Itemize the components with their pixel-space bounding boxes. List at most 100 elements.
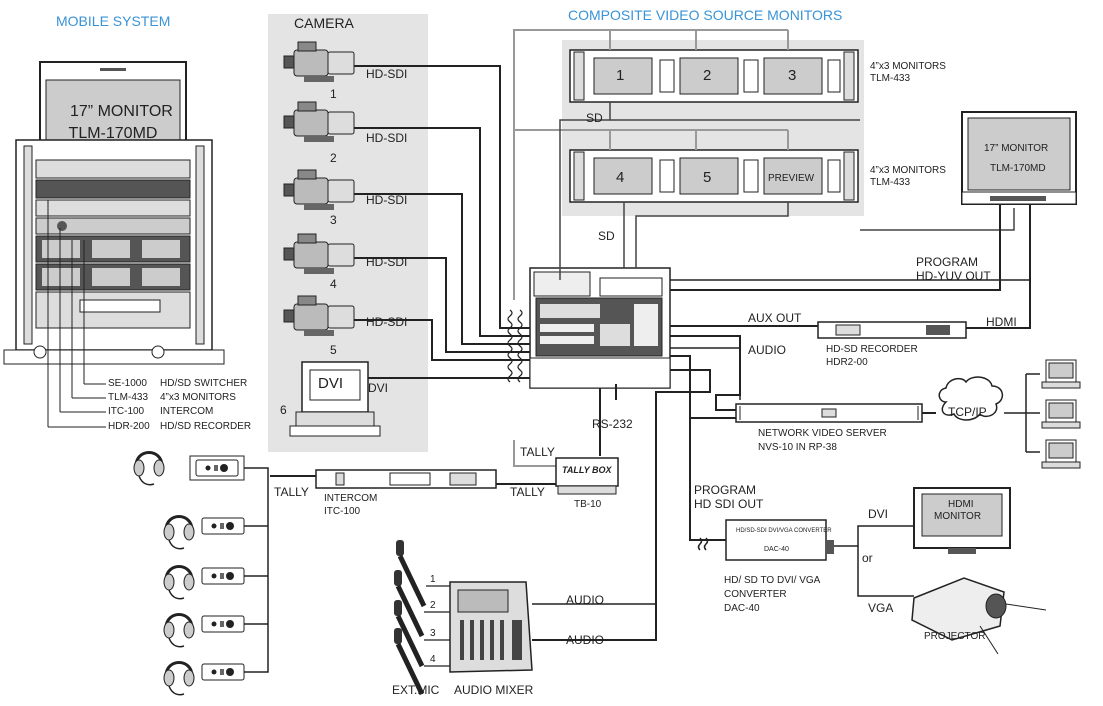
camera-4-signal: HD-SDI bbox=[366, 255, 408, 269]
legend-desc-2: 4”x3 MONITORS bbox=[160, 392, 236, 403]
program-monitor-model: TLM-170MD bbox=[990, 163, 1046, 174]
rack-2-label: 4”x3 MONITORS bbox=[870, 165, 946, 176]
aux-out-label: AUX OUT bbox=[748, 311, 802, 325]
program-monitor-size: 17” MONITOR bbox=[984, 143, 1049, 154]
converter-device bbox=[725, 519, 834, 561]
legend-desc-3: INTERCOM bbox=[160, 406, 214, 417]
mobile-rack bbox=[3, 61, 225, 428]
or-label: or bbox=[862, 551, 873, 565]
rack-1-model: TLM-433 bbox=[870, 73, 911, 84]
composite-monitors-heading: COMPOSITE VIDEO SOURCE MONITORS bbox=[568, 7, 843, 23]
headset-group bbox=[132, 451, 269, 697]
legend-model-3: ITC-100 bbox=[108, 406, 145, 417]
converter-desc-2: CONVERTER bbox=[724, 589, 787, 600]
tally-box-face: TALLY BOX bbox=[562, 465, 612, 475]
program-hd-sdi-2: HD SDI OUT bbox=[694, 497, 764, 511]
screen-3: 3 bbox=[788, 67, 797, 84]
program-hd-sdi-1: PROGRAM bbox=[694, 483, 757, 497]
camera-1-number: 1 bbox=[330, 87, 337, 101]
audio-label-1: AUDIO bbox=[566, 593, 605, 607]
audio-mixer-device bbox=[449, 581, 533, 673]
rs232-label: RS-232 bbox=[592, 417, 633, 431]
connector-marks bbox=[507, 309, 523, 383]
hdmi-label: HDMI bbox=[986, 315, 1017, 329]
screen-1: 1 bbox=[616, 67, 625, 84]
server-model: NVS-10 IN RP-38 bbox=[758, 442, 837, 453]
legend-model-1: SE-1000 bbox=[108, 378, 147, 389]
tcpip-label: TCP/IP bbox=[948, 405, 987, 419]
monitor-rack-1 bbox=[569, 49, 859, 103]
legend-model-4: HDR-200 bbox=[108, 421, 150, 432]
tally-label-top: TALLY bbox=[520, 445, 555, 459]
camera-cables bbox=[354, 65, 530, 379]
rack-2-sd: SD bbox=[598, 229, 615, 243]
tally-label-headsets: TALLY bbox=[274, 485, 309, 499]
mobile-system-heading: MOBILE SYSTEM bbox=[56, 13, 171, 29]
audio-line-1 bbox=[532, 392, 657, 605]
microphones bbox=[394, 540, 450, 694]
screen-preview: PREVIEW bbox=[768, 173, 815, 184]
hdmi-monitor-line-2: MONITOR bbox=[934, 511, 982, 522]
rack-monitor-size: 17” MONITOR bbox=[70, 103, 173, 120]
camera-heading: CAMERA bbox=[294, 15, 354, 31]
intercom-unit bbox=[315, 469, 497, 489]
legend-model-2: TLM-433 bbox=[108, 392, 149, 403]
client-pc-3-icon bbox=[1041, 439, 1081, 469]
vga-label: VGA bbox=[868, 601, 894, 615]
dvi-number: 6 bbox=[280, 403, 287, 417]
switcher-device bbox=[529, 267, 671, 389]
tally-box bbox=[555, 457, 619, 495]
rack-2-model: TLM-433 bbox=[870, 177, 911, 188]
audio-out-label: AUDIO bbox=[748, 343, 787, 357]
mic-1-number: 1 bbox=[430, 574, 436, 585]
rack-monitor-model: TLM-170MD bbox=[68, 125, 158, 142]
dvi-signal: DVI bbox=[368, 381, 389, 395]
camera-2-signal: HD-SDI bbox=[366, 131, 408, 145]
mic-4-number: 4 bbox=[430, 654, 436, 665]
server-name: NETWORK VIDEO SERVER bbox=[758, 428, 887, 439]
dvi-out-label: DVI bbox=[868, 507, 889, 521]
dvi-screen-label: DVI bbox=[318, 375, 344, 392]
program-hd-yuv-1: PROGRAM bbox=[916, 255, 979, 269]
camera-5-signal: HD-SDI bbox=[366, 315, 408, 329]
network-lines bbox=[1004, 373, 1040, 453]
sd-lines bbox=[559, 102, 1015, 280]
recorder-model: HDR2-00 bbox=[826, 357, 868, 368]
camera-5-number: 5 bbox=[330, 343, 337, 357]
program-hd-yuv-2: HD-YUV OUT bbox=[916, 269, 991, 283]
audio-mixer-label: AUDIO MIXER bbox=[454, 683, 534, 697]
projector-label: PROJECTOR bbox=[924, 631, 986, 642]
hd-sd-recorder bbox=[817, 321, 967, 339]
headset-4-icon bbox=[162, 613, 196, 649]
legend-desc-1: HD/SD SWITCHER bbox=[160, 378, 248, 389]
client-pc-2-icon bbox=[1041, 399, 1081, 429]
dvi-computer-icon bbox=[289, 361, 381, 437]
projector-device bbox=[911, 577, 1047, 655]
rack-1-label: 4”x3 MONITORS bbox=[870, 61, 946, 72]
mic-2-number: 2 bbox=[430, 600, 436, 611]
headset-1-icon bbox=[132, 451, 166, 487]
converter-face: HD/SD-SDI DVI/VGA CONVERTER bbox=[736, 528, 832, 534]
headset-3-icon bbox=[162, 565, 196, 601]
camera-4-number: 4 bbox=[330, 277, 337, 291]
tally-box-model: TB-10 bbox=[574, 499, 602, 510]
monitor-rack-2 bbox=[569, 149, 859, 203]
headset-5-icon bbox=[162, 661, 196, 697]
converter-desc-3: DAC-40 bbox=[724, 603, 760, 614]
program-monitor bbox=[961, 111, 1077, 205]
camera-1-signal: HD-SDI bbox=[366, 67, 408, 81]
hdmi-monitor-line-1: HDMI bbox=[948, 499, 974, 510]
ext-mic-label: EXT.MIC bbox=[392, 683, 440, 697]
intercom-model: ITC-100 bbox=[324, 506, 361, 517]
legend-desc-4: HD/SD RECORDER bbox=[160, 421, 252, 432]
screen-2: 2 bbox=[703, 67, 712, 84]
intercom-name: INTERCOM bbox=[324, 493, 378, 504]
switcher-outputs bbox=[270, 204, 1031, 641]
audio-label-2: AUDIO bbox=[566, 633, 605, 647]
hdmi-monitor-device bbox=[913, 487, 1011, 554]
converter-outputs bbox=[697, 525, 918, 597]
client-pc-1-icon bbox=[1041, 359, 1081, 389]
rack-1-sd: SD bbox=[586, 111, 603, 125]
